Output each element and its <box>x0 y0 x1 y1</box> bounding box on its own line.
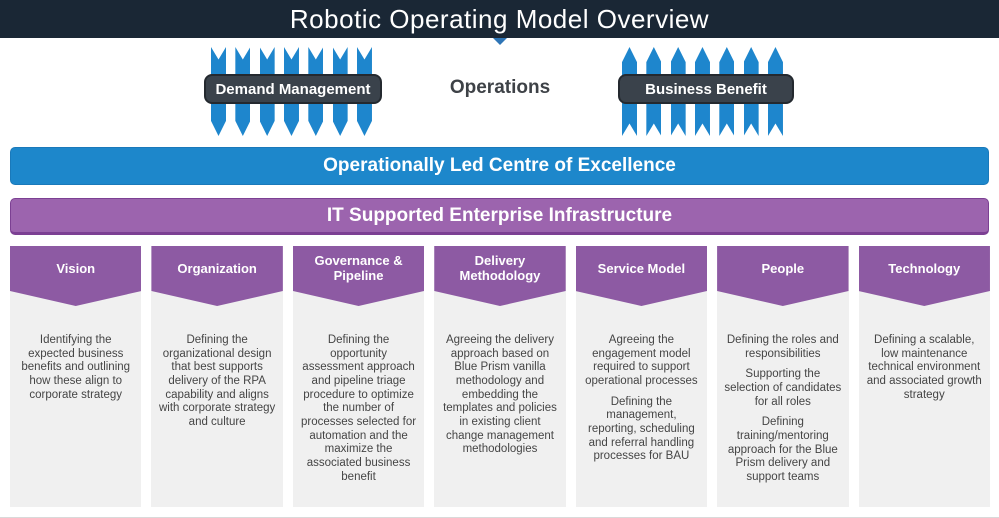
title-bar: Robotic Operating Model Overview <box>0 0 999 38</box>
pillar-paragraph: Agreeing the delivery approach based on … <box>443 334 557 456</box>
pillar-header-label: Governance & Pipeline <box>314 253 403 283</box>
pillar-paragraph: Defining a scalable, low maintenance tec… <box>866 334 982 401</box>
business-benefit-label: Business Benefit <box>618 74 794 104</box>
pillar-header-label: Service Model <box>597 260 686 276</box>
demand-management-label: Demand Management <box>204 74 382 104</box>
banner-centre-of-excellence: Operationally Led Centre of Excellence <box>10 147 989 185</box>
pillar-column: Technology Defining a scalable, low main… <box>858 246 990 507</box>
pillar-paragraph: Agreeing the engagement model required t… <box>585 334 698 388</box>
pillar-column: Governance & Pipeline Defining the oppor… <box>292 246 425 507</box>
pillar-header-label: Organization <box>177 260 257 276</box>
pillar-header-label: Delivery Methodology <box>459 253 541 283</box>
pillar-header-label: People <box>761 260 805 276</box>
pillar-header: Delivery Methodology <box>434 246 566 306</box>
title-pointer-decoration <box>493 38 507 45</box>
pillar-body: Identifying the expected business benefi… <box>10 246 141 402</box>
pillar-header: Vision <box>10 246 142 306</box>
pillar-paragraph: Supporting the selection of candidates f… <box>724 368 842 408</box>
pillar-column: Organization Defining the organizational… <box>151 246 283 507</box>
banner-it-infrastructure: IT Supported Enterprise Infrastructure <box>10 198 989 235</box>
pillar-column: Service Model Agreeing the engagement mo… <box>575 246 708 507</box>
pillar-columns: Vision Identifying the expected business… <box>10 246 990 507</box>
pillar-paragraph: Identifying the expected business benefi… <box>21 334 131 401</box>
pillar-body: Agreeing the delivery approach based on … <box>434 246 565 457</box>
page-title: Robotic Operating Model Overview <box>289 3 710 34</box>
pillar-paragraph: Defining the management, reporting, sche… <box>588 395 695 463</box>
pillar-column: Vision Identifying the expected business… <box>10 246 142 507</box>
pillar-body: Defining the opportunity assessment appr… <box>293 246 424 484</box>
operations-label: Operations <box>449 77 551 98</box>
pillar-header: Organization <box>151 246 283 306</box>
pillar-paragraph: Defining the roles and responsibilities <box>726 334 839 360</box>
pillar-body: Defining a scalable, low maintenance tec… <box>859 246 990 402</box>
pillar-header-label: Technology <box>888 260 961 276</box>
pillar-body: Agreeing the engagement model required t… <box>576 246 707 464</box>
pillar-paragraph: Defining training/mentoring approach for… <box>727 416 838 484</box>
pillar-column: Delivery Methodology Agreeing the delive… <box>434 246 566 507</box>
pillar-header: Governance & Pipeline <box>292 246 425 306</box>
pillar-body: Defining the organizational design that … <box>151 246 282 430</box>
pillar-header-label: Vision <box>56 260 96 276</box>
pillar-paragraph: Defining the opportunity assessment appr… <box>301 334 417 483</box>
pillar-paragraph: Defining the organizational design that … <box>158 334 276 429</box>
pillar-column: People Defining the roles and responsibi… <box>717 246 849 507</box>
